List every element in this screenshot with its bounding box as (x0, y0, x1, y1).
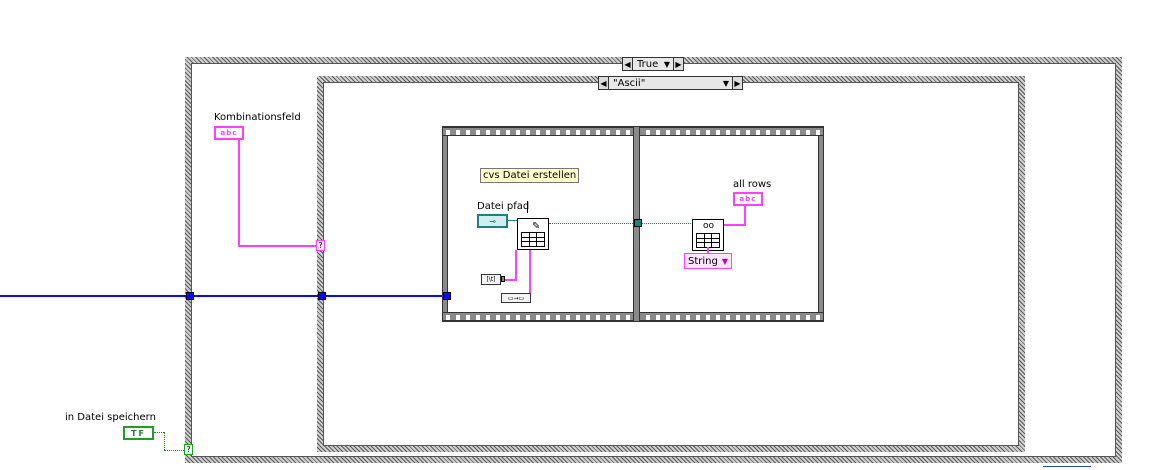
delimiter-constant[interactable]: [\t] (481, 274, 501, 285)
main-blue-wire-segment[interactable] (185, 295, 448, 297)
path-wire-to-write[interactable] (508, 220, 517, 221)
string-terminal-glyph: abc (739, 195, 757, 203)
string-type-ring-value: String (688, 255, 718, 267)
all-rows-wire-h[interactable] (724, 224, 746, 226)
combo-box-string-wire-v[interactable] (238, 140, 240, 247)
decrement-arrow-icon[interactable]: ◀ (599, 77, 609, 89)
inner-case-tunnel[interactable] (318, 292, 326, 300)
conversion-arrow-icon: ▭→▭ (507, 294, 525, 302)
sequence-left-edge (443, 136, 448, 312)
dropdown-arrow-icon[interactable]: ▼ (721, 256, 728, 266)
comment-label[interactable]: cvs Datei erstellen (480, 168, 580, 183)
outer-case-selector[interactable]: ◀ True ▼ ▶ (622, 57, 684, 71)
inner-case-selector-value: "Ascii" (613, 77, 646, 89)
all-rows-label: all rows (733, 179, 772, 190)
increment-arrow-icon[interactable]: ▶ (673, 58, 683, 70)
increment-arrow-icon[interactable]: ▶ (732, 77, 742, 89)
read-spreadsheet-vi[interactable]: oo (692, 219, 724, 251)
save-to-file-terminal[interactable]: TF (123, 426, 154, 440)
outer-case-selector-terminal[interactable]: ? (184, 444, 193, 455)
decrement-arrow-icon[interactable]: ◀ (623, 58, 633, 70)
constant-terminal-dot (501, 276, 505, 282)
all-rows-terminal[interactable]: abc (733, 192, 763, 206)
conversion-node[interactable]: ▭→▭ (501, 293, 531, 303)
spreadsheet-grid-icon (696, 233, 720, 248)
string-terminal-glyph: abc (220, 129, 238, 137)
save-to-file-label: in Datei speichern (65, 412, 156, 423)
glasses-icon: oo (703, 221, 715, 231)
ring-wire[interactable] (707, 247, 709, 253)
all-rows-wire-v[interactable] (744, 206, 746, 226)
delimiter-wire-v[interactable] (515, 250, 517, 281)
sequence-right-edge (818, 136, 823, 312)
combo-box-string-wire-h[interactable] (238, 245, 320, 247)
horizontal-scrollbar-fragment[interactable] (1043, 466, 1091, 470)
delimiter-wire-h[interactable] (505, 279, 517, 281)
write-input-wire-v[interactable] (529, 250, 531, 293)
case-selector-terminal[interactable]: ? (316, 240, 325, 251)
boolean-wire-h2[interactable] (164, 450, 186, 451)
dropdown-arrow-icon[interactable]: ▼ (663, 59, 670, 69)
constant-glyph: [\t] (486, 276, 496, 283)
outer-case-selector-value: True (637, 58, 659, 70)
file-path-terminal[interactable]: ⊸ (477, 214, 508, 228)
write-to-spreadsheet-vi[interactable]: ✎ (517, 218, 549, 250)
boolean-wire-v[interactable] (164, 432, 165, 450)
inner-case-selector[interactable]: ◀ "Ascii" ▼ ▶ (598, 76, 743, 90)
string-type-ring[interactable]: String ▼ (684, 253, 732, 269)
sequence-tunnel[interactable] (443, 292, 451, 300)
pencil-icon: ✎ (532, 221, 541, 232)
dropdown-arrow-icon[interactable]: ▼ (722, 78, 729, 88)
spreadsheet-grid-icon (521, 232, 545, 247)
combo-box-terminal[interactable]: abc (214, 126, 244, 140)
boolean-wire-h[interactable] (154, 432, 164, 433)
path-wire-across[interactable] (549, 223, 699, 225)
sequence-tunnel-path[interactable] (634, 219, 642, 227)
combo-box-label: Kombinationsfeld (214, 112, 301, 123)
outer-case-tunnel[interactable] (186, 292, 194, 300)
path-icon: ⊸ (489, 216, 496, 226)
text-cursor (527, 201, 528, 213)
file-path-label: Datei pfad (477, 201, 530, 212)
boolean-terminal-glyph: TF (131, 428, 146, 438)
